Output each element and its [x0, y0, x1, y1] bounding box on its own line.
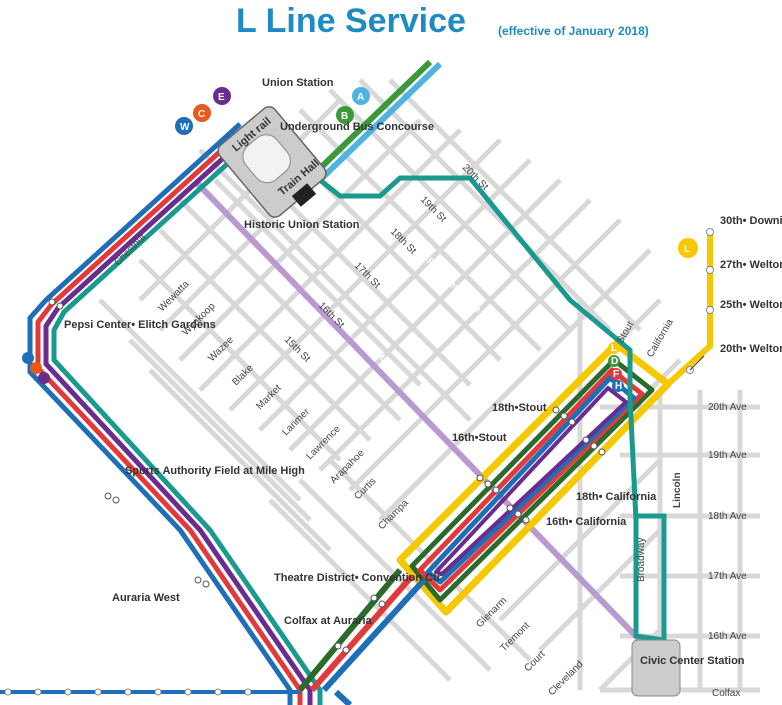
avenue-19th: 19th Ave [708, 450, 747, 461]
badge-b-icon [336, 106, 354, 124]
badge-l-icon [608, 342, 620, 354]
street-california: California [645, 317, 676, 359]
badge-d-icon [608, 355, 620, 367]
avenue-18th: 18th Ave [708, 511, 747, 522]
avenue-17th: 17th Ave [708, 571, 747, 582]
colfax-auraria-label: Colfax at Auraria [284, 615, 373, 627]
page-title: L Line Service [236, 2, 466, 40]
avenue-labels: 20th Ave 19th Ave 18th Ave 17th Ave 16th… [708, 402, 747, 699]
badge-l-line: L [678, 238, 698, 258]
street-broadway: Broadway [636, 538, 647, 582]
badge-a-label: A [357, 92, 364, 103]
avenue-colfax: Colfax [712, 688, 740, 699]
sports-authority-label: Sports Authority Field at Mile High [125, 465, 305, 477]
station-stops [48, 298, 606, 654]
badge-group-wce-mid [22, 352, 50, 384]
badge-group-ab: B A [336, 87, 370, 124]
bottom-line-stops [4, 688, 252, 696]
avenue-16th: 16th Ave [708, 631, 747, 642]
theatre-district-label: Theatre District• Convention Ctr [274, 572, 442, 584]
badge-w2-icon [22, 352, 34, 364]
badge-group-wce-top: W C E [175, 87, 231, 135]
badge-c2-icon [30, 362, 42, 374]
underground-label: Underground Bus Concourse [280, 121, 434, 133]
california-16-label: 16th• California [546, 516, 627, 528]
badge-d-label: D [611, 356, 618, 367]
welton-25-label: 25th• Welton [720, 299, 782, 311]
historic-label: Historic Union Station [244, 219, 360, 231]
badge-l-small: L [611, 343, 617, 354]
badge-group-loop: L D F H [608, 342, 624, 392]
street-lincoln: Lincoln [672, 472, 683, 508]
badge-l-large: L [684, 244, 690, 255]
union-station-label: Union Station [262, 77, 334, 89]
badge-c-icon [193, 104, 211, 122]
street-15th: 15th St [282, 334, 312, 364]
badge-w-icon [175, 117, 193, 135]
badge-f-icon [610, 368, 622, 380]
california-18-label: 18th• California [576, 491, 657, 503]
badge-h-icon [612, 380, 624, 392]
pepsi-center-label: Pepsi Center• Elitch Gardens [64, 319, 216, 331]
badge-e2-icon [38, 372, 50, 384]
badge-b-label: B [341, 111, 348, 122]
ab-lines [309, 59, 443, 183]
badge-a-icon [352, 87, 370, 105]
badge-f-label: F [613, 369, 619, 380]
badge-c-label: C [198, 109, 205, 120]
badge-e-label: E [218, 92, 225, 103]
l-line-stops [686, 228, 714, 374]
downtown-trunk [297, 568, 427, 705]
badge-w-label: W [180, 122, 190, 133]
badge-e-icon [213, 87, 231, 105]
welton-27-label: 27th• Welton [720, 259, 782, 271]
downing-label: 30th• Downing [720, 215, 782, 227]
union-station-building [217, 106, 327, 218]
welton-20-label: 20th• Welton [720, 343, 782, 355]
street-tremont: Tremont [498, 620, 532, 654]
stout-18-label: 18th•Stout [492, 402, 547, 414]
avenue-20th: 20th Ave [708, 402, 747, 413]
badge-h-label: H [615, 381, 622, 392]
page-subtitle: (effective of January 2018) [498, 24, 649, 38]
auraria-west-label: Auraria West [112, 592, 180, 604]
stout-16-label: 16th•Stout [452, 432, 507, 444]
civic-center-box [631, 639, 681, 697]
civic-center-label: Civic Center Station [640, 655, 745, 667]
